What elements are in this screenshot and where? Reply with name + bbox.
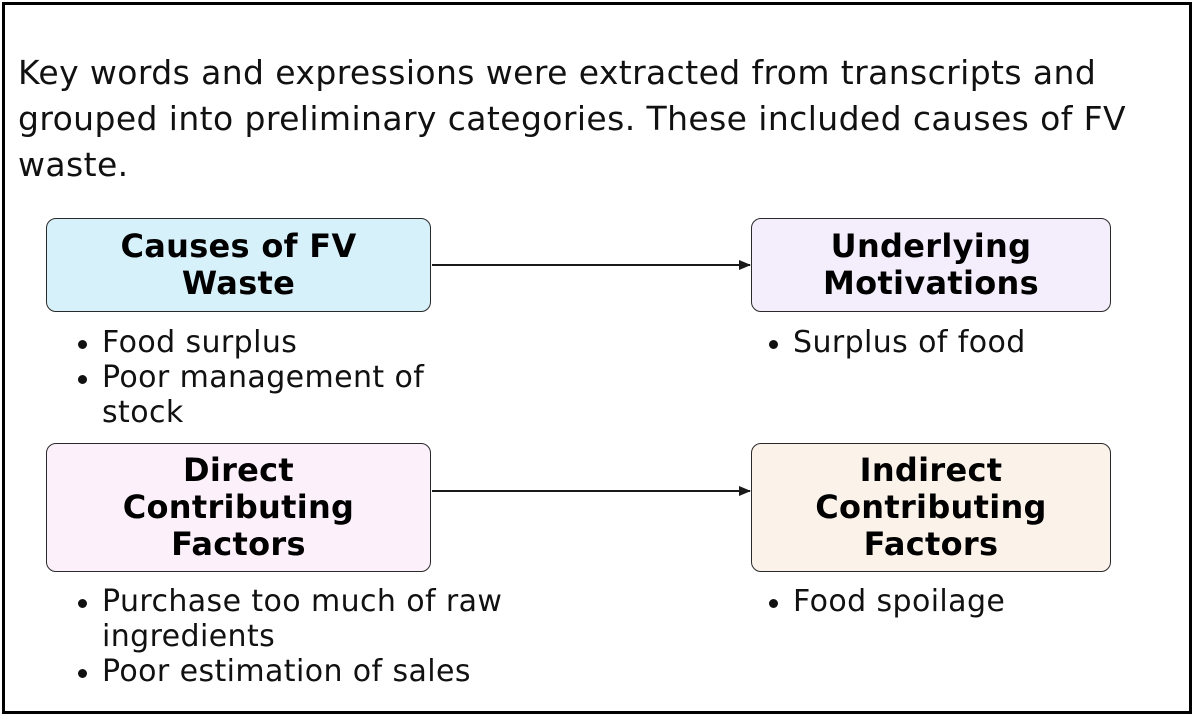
list-item: Purchase too much of raw ingredients xyxy=(74,584,514,654)
node-direct-contributing-factors: Direct Contributing Factors xyxy=(46,443,431,572)
node-title: Direct Contributing Factors xyxy=(122,451,355,563)
diagram-frame xyxy=(2,2,1192,714)
node-indirect-contributing-factors: Indirect Contributing Factors xyxy=(751,443,1111,572)
node-title: Causes of FV Waste xyxy=(120,227,357,302)
node-title: Underlying Motivations xyxy=(823,227,1039,302)
list-item: Poor management of stock xyxy=(74,360,434,430)
causes-bullet-list: Food surplus Poor management of stock xyxy=(74,325,434,430)
node-causes-of-fv-waste: Causes of FV Waste xyxy=(46,218,431,312)
list-item: Food spoilage xyxy=(765,584,1125,619)
list-item: Poor estimation of sales xyxy=(74,654,514,689)
list-item: Food surplus xyxy=(74,325,434,360)
intro-paragraph: Key words and expressions were extracted… xyxy=(18,53,1126,184)
list-item: Surplus of food xyxy=(765,325,1125,360)
node-underlying-motivations: Underlying Motivations xyxy=(751,218,1111,312)
indirect-factors-bullet-list: Food spoilage xyxy=(765,584,1125,619)
motivations-bullet-list: Surplus of food xyxy=(765,325,1125,360)
direct-factors-bullet-list: Purchase too much of raw ingredients Poo… xyxy=(74,584,514,689)
node-title: Indirect Contributing Factors xyxy=(815,451,1047,563)
